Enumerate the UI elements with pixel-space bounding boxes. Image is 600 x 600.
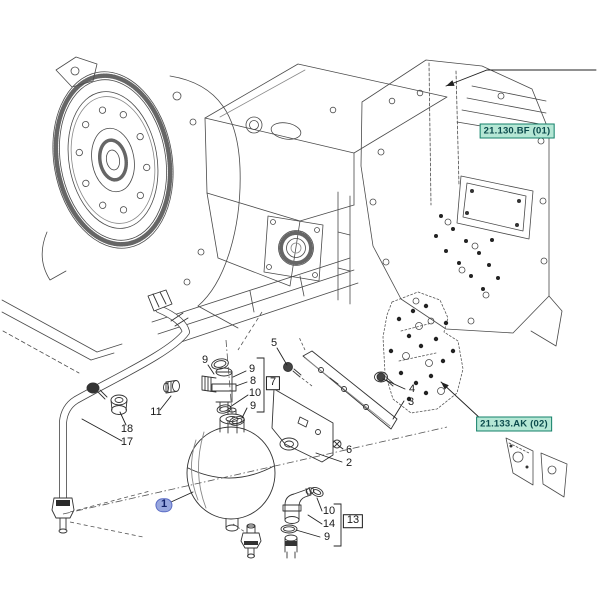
part-callout-3[interactable]: 3 bbox=[407, 396, 415, 409]
elbow-14 bbox=[282, 487, 315, 524]
group-callout-7[interactable]: 7 bbox=[265, 376, 281, 390]
part-callout-5[interactable]: 5 bbox=[270, 337, 278, 350]
accumulator-1 bbox=[186, 407, 276, 532]
plate-2 bbox=[271, 388, 334, 463]
part-callout-8[interactable]: 8 bbox=[249, 375, 257, 388]
leader-lines bbox=[81, 69, 597, 547]
part-callout-2[interactable]: 2 bbox=[345, 457, 353, 470]
o-ring-9d bbox=[280, 524, 298, 534]
part-callout-14[interactable]: 14 bbox=[322, 518, 336, 531]
flywheel bbox=[52, 71, 174, 249]
part-callout-10[interactable]: 10 bbox=[248, 387, 262, 400]
o-ring-10b bbox=[310, 487, 324, 497]
part-callout-10[interactable]: 10 bbox=[322, 505, 336, 518]
part-callout-9[interactable]: 9 bbox=[323, 531, 331, 544]
bolt-6 bbox=[332, 439, 342, 449]
part-callout-9[interactable]: 9 bbox=[201, 354, 209, 367]
bracket-bar-3 bbox=[302, 350, 398, 430]
part-callout-11[interactable]: 11 bbox=[150, 406, 162, 419]
part-callout-9[interactable]: 9 bbox=[248, 363, 256, 376]
o-ring-9a bbox=[211, 358, 229, 370]
part-callout-6[interactable]: 6 bbox=[345, 444, 353, 457]
bolt-5 bbox=[283, 362, 302, 378]
hose-stub-13 bbox=[284, 534, 298, 559]
fitting-under-accumulator bbox=[240, 523, 262, 559]
nut-18 bbox=[110, 394, 128, 415]
valve-body bbox=[382, 291, 464, 414]
part-callout-17[interactable]: 17 bbox=[120, 436, 134, 449]
hose-17 bbox=[51, 289, 190, 534]
part-callout-9[interactable]: 9 bbox=[249, 400, 257, 413]
section-ref-label-1[interactable]: 21.130.BF (01) bbox=[479, 123, 555, 139]
part-callout-4[interactable]: 4 bbox=[408, 383, 416, 396]
selected-part-callout-1[interactable]: 1 bbox=[155, 498, 173, 512]
adapter-11 bbox=[163, 380, 180, 394]
section-ref-label-2[interactable]: 21.133.AK (02) bbox=[476, 416, 552, 432]
parts-art bbox=[51, 289, 398, 559]
group-callout-13[interactable]: 13 bbox=[342, 514, 364, 528]
fitting-8 bbox=[201, 367, 237, 411]
part-callout-18[interactable]: 18 bbox=[120, 423, 134, 436]
alignment-lines bbox=[62, 311, 448, 538]
bolt-4 bbox=[374, 371, 395, 387]
o-ring-10a bbox=[216, 404, 232, 414]
machine-art bbox=[1, 56, 568, 498]
